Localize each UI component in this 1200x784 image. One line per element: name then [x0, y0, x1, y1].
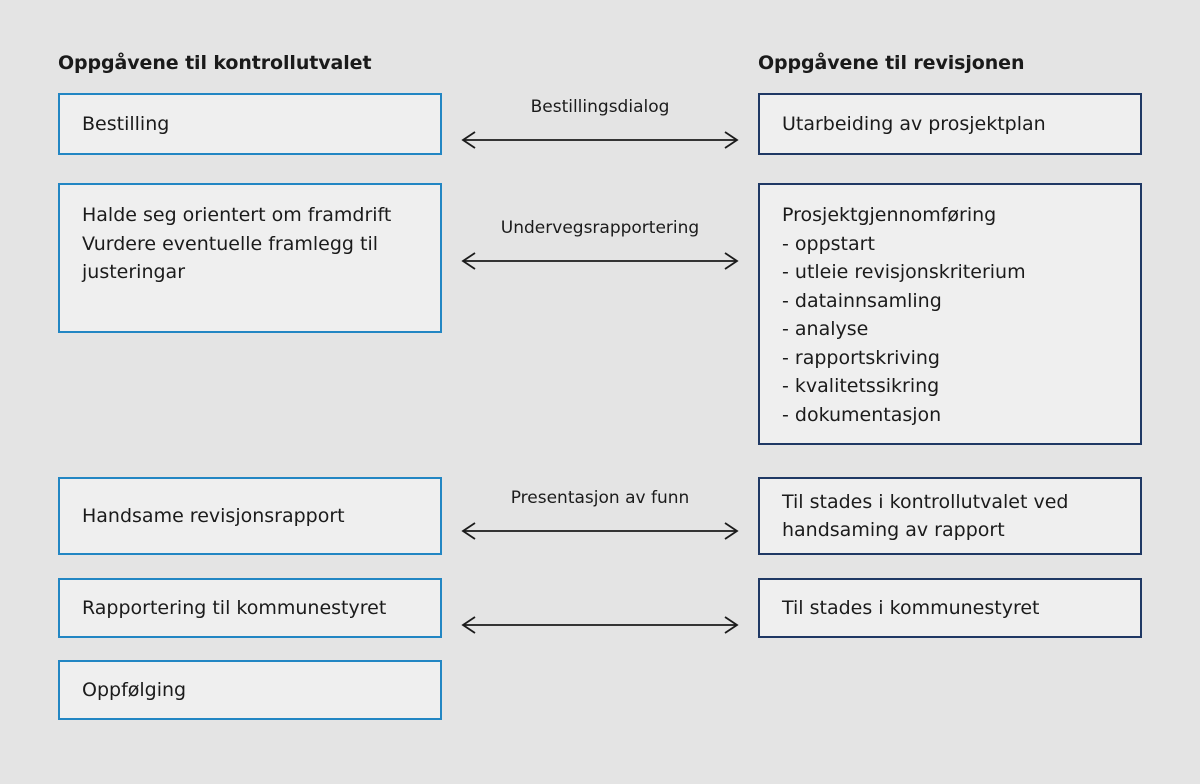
connector-label: Presentasjon av funn [510, 488, 690, 508]
right-box-prosjektgjennomforing[interactable]: Prosjektgjennomføring - oppstart - utlei… [758, 183, 1142, 445]
right-box-prosjektplan[interactable]: Utarbeiding av prosjektplan [758, 93, 1142, 155]
left-box-handsame-revisjonsrapport[interactable]: Handsame revisjonsrapport [58, 477, 442, 555]
double-arrow-icon [461, 616, 739, 634]
connector-undervegsrapportering: Undervegsrapportering [455, 217, 745, 273]
box-label: Til stades i kontrollutvalet ved handsam… [782, 490, 1069, 542]
box-label: Halde seg orientert om framdrift Vurdere… [82, 204, 392, 283]
box-label: Oppfølging [82, 678, 187, 701]
right-box-til-stades-kommunestyret[interactable]: Til stades i kommunestyret [758, 578, 1142, 638]
left-box-rapportering-kommunestyret[interactable]: Rapportering til kommunestyret [58, 578, 442, 638]
left-box-oppfolging[interactable]: Oppfølging [58, 660, 442, 720]
left-box-bestilling[interactable]: Bestilling [58, 93, 442, 155]
box-label: Til stades i kommunestyret [782, 596, 1040, 619]
box-label: Handsame revisjonsrapport [82, 504, 345, 527]
double-arrow-icon [461, 252, 739, 270]
double-arrow-icon [461, 522, 739, 540]
box-label: Rapportering til kommunestyret [82, 596, 387, 619]
connector-label: Bestillingsdialog [530, 97, 670, 117]
double-arrow-icon [461, 131, 739, 149]
box-label: Prosjektgjennomføring - oppstart - utlei… [782, 204, 1026, 426]
left-column-heading: Oppgåvene til kontrollutvalet [58, 52, 372, 74]
box-label: Bestilling [82, 112, 170, 135]
connector-bestillingsdialog: Bestillingsdialog [455, 96, 745, 152]
connector-presentasjon-av-funn: Presentasjon av funn [455, 487, 745, 543]
right-column-heading: Oppgåvene til revisjonen [758, 52, 1025, 74]
connector-label: Undervegsrapportering [500, 218, 700, 238]
connector-kommunestyret [455, 581, 745, 637]
left-box-orientering[interactable]: Halde seg orientert om framdrift Vurdere… [58, 183, 442, 333]
box-label: Utarbeiding av prosjektplan [782, 112, 1046, 135]
right-box-til-stades-kontrollutvalet[interactable]: Til stades i kontrollutvalet ved handsam… [758, 477, 1142, 555]
